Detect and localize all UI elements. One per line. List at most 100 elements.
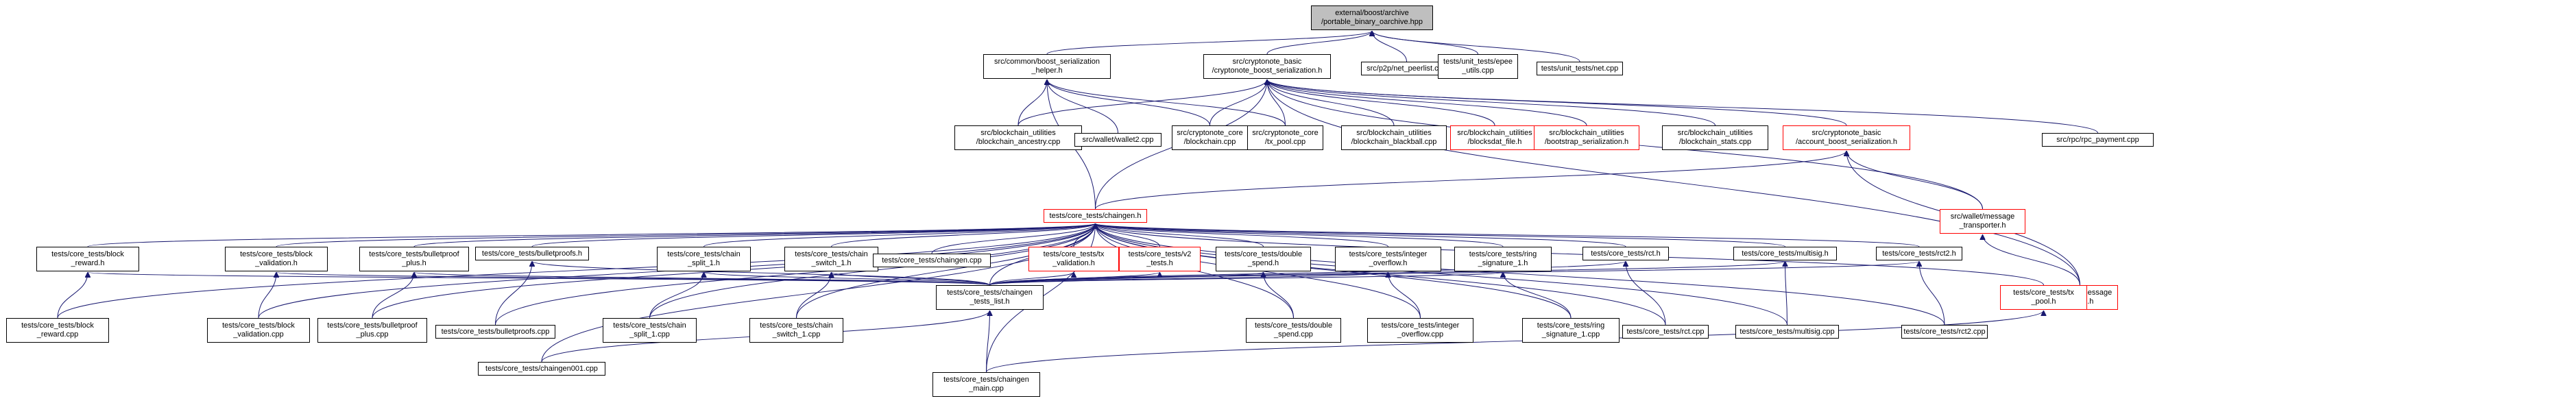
node-label-line: src/blockchain_utilities [1457,129,1532,137]
node-label-line: tests/core_tests/chaingen [943,376,1029,384]
edge-intov-to-chaingen [1096,223,1388,247]
edge-anc-to-cbsh [1018,80,1047,126]
graph-node-anc[interactable]: src/blockchain_utilities/blockchain_ance… [954,125,1082,150]
node-label-line: tests/core_tests/chain [613,321,686,330]
graph-node-ringsig[interactable]: tests/core_tests/ring_signature_1.h [1454,247,1552,271]
node-label-line: _signature_1.h [1478,259,1528,267]
node-label-line: src/blockchain_utilities [1549,129,1624,137]
node-label-line: tests/core_tests/bulletproofs.h [481,249,583,258]
graph-node-multisigcpp[interactable]: tests/core_tests/multisig.cpp [1735,325,1839,339]
graph-node-txpool[interactable]: src/cryptonote_core/tx_pool.cpp [1247,125,1323,150]
node-label-line: src/cryptonote_core [1177,129,1243,137]
graph-node-bp[interactable]: tests/core_tests/bulletproofs.h [475,247,589,260]
graph-node-bcstats[interactable]: src/blockchain_utilities/blockchain_stat… [1662,125,1768,150]
graph-node-chaingencpp[interactable]: tests/core_tests/chaingen.cpp [873,254,991,267]
graph-node-bppluscpp[interactable]: tests/core_tests/bulletproof_plus.cpp [317,318,427,343]
graph-node-intov[interactable]: tests/core_tests/integer_overflow.h [1335,247,1441,271]
graph-node-rpcpay[interactable]: src/rpc/rpc_payment.cpp [2042,133,2154,147]
node-label-line: _signature_1.cpp [1541,330,1600,339]
graph-node-epee[interactable]: tests/unit_tests/epee_utils.cpp [1438,54,1518,79]
node-label-line: external/boost/archive [1335,9,1409,17]
node-label-line: _helper.h [1031,66,1063,75]
edge-anc-to-cnbs [1018,79,1267,126]
graph-node-chsplitcpp[interactable]: tests/core_tests/chain_split_1.cpp [603,318,697,343]
graph-node-blkreward[interactable]: tests/core_tests/block_reward.h [36,247,139,271]
graph-node-wallet2[interactable]: src/wallet/wallet2.cpp [1074,133,1161,147]
graph-node-netpl[interactable]: src/p2p/net_peerlist.cpp [1361,62,1452,75]
node-label-line: tests/core_tests/block [21,321,94,330]
graph-node-utnet[interactable]: tests/unit_tests/net.cpp [1537,62,1623,75]
graph-node-dblspend[interactable]: tests/core_tests/double_spend.h [1216,247,1311,271]
edge-bccpp-to-cbsh [1047,79,1210,126]
graph-node-cgmain[interactable]: tests/core_tests/chaingen_main.cpp [932,372,1040,397]
node-label-line: src/blockchain_utilities [1356,129,1432,137]
graph-node-rctcpp[interactable]: tests/core_tests/rct.cpp [1622,325,1709,339]
graph-node-cg001[interactable]: tests/core_tests/chaingen001.cpp [478,362,605,376]
edge-msgstore-to-cnbs [1267,80,2080,286]
graph-node-cgtl[interactable]: tests/core_tests/chaingen_tests_list.h [936,285,1044,310]
graph-node-bpcpp[interactable]: tests/core_tests/bulletproofs.cpp [435,325,555,339]
graph-node-chaingen[interactable]: tests/core_tests/chaingen.h [1044,209,1147,223]
node-label-line: src/wallet/message [1950,212,2015,221]
node-label-line: tests/unit_tests/net.cpp [1541,64,1619,73]
edge-dblspend-to-chaingen [1096,223,1264,247]
edge-cgtl-to-rct [989,260,1626,286]
graph-node-blackball[interactable]: src/blockchain_utilities/blockchain_blac… [1341,125,1447,150]
graph-node-bpplus[interactable]: tests/core_tests/bulletproof_plus.h [359,247,469,271]
node-label-line: tests/core_tests/chain [795,250,868,258]
graph-node-blkvalcpp[interactable]: tests/core_tests/block_validation.cpp [207,318,310,343]
node-label-line: tests/core_tests/rct2.cpp [1903,327,1986,336]
graph-node-rct[interactable]: tests/core_tests/rct.h [1582,247,1669,260]
node-label-line: tests/core_tests/rct.cpp [1626,327,1705,336]
graph-node-blkrewardcpp[interactable]: tests/core_tests/block_reward.cpp [6,318,109,343]
graph-node-txval[interactable]: tests/core_tests/tx_validation.h [1028,247,1119,271]
graph-node-cbsh[interactable]: src/common/boost_serialization_helper.h [983,54,1111,79]
edge-bsdat-to-cnbs [1267,79,1495,126]
node-label-line: src/cryptonote_basic [1232,58,1302,66]
graph-node-bccpp[interactable]: src/cryptonote_core/blockchain.cpp [1172,125,1248,150]
node-label-line: /blockchain_stats.cpp [1678,138,1752,146]
node-label-line: _plus.cpp [356,330,389,339]
node-label-line: /tx_pool.cpp [1264,138,1306,146]
graph-node-blkval[interactable]: tests/core_tests/block_validation.h [225,247,328,271]
graph-node-v2tests[interactable]: tests/core_tests/v2_tests.h [1119,247,1201,271]
node-label-line: tests/core_tests/chaingen.cpp [882,256,982,265]
node-label-line: tests/core_tests/multisig.cpp [1740,327,1835,336]
graph-node-bsdat[interactable]: src/blockchain_utilities/blocksdat_file.… [1450,125,1539,150]
edge-chsplitcpp-to-chsplit [649,272,704,319]
graph-node-chsplit[interactable]: tests/core_tests/chain_split_1.h [657,247,751,271]
graph-node-rct2[interactable]: tests/core_tests/rct2.h [1876,247,1962,260]
edge-blkreward-to-chaingen [87,223,1096,247]
graph-node-intovcpp[interactable]: tests/core_tests/integer_overflow.cpp [1367,318,1473,343]
edge-cgtl-to-txval [989,271,1074,286]
edge-blackball-to-cnbs [1267,79,1395,126]
node-label-line: _pool.h [2031,297,2056,306]
graph-node-dblspendcpp[interactable]: tests/core_tests/double_spend.cpp [1246,318,1341,343]
graph-node-msgtrans[interactable]: src/wallet/message_transporter.h [1940,209,2025,234]
edge-dblspendcpp-to-dblspend [1264,272,1294,319]
node-label-line: src/cryptonote_basic [1811,129,1881,137]
node-label-line: tests/core_tests/chain [760,321,833,330]
node-label-line: tests/core_tests/ring [1469,250,1537,258]
graph-node-rct2cpp[interactable]: tests/core_tests/rct2.cpp [1901,325,1988,339]
node-label-line: _transporter.h [1959,221,2006,230]
graph-node-txpoolh[interactable]: tests/core_tests/tx_pool.h [2000,285,2087,310]
graph-node-bootser[interactable]: src/blockchain_utilities/bootstrap_seria… [1534,125,1639,150]
edge-cnbs-to-root [1266,30,1372,55]
edge-blkrewardcpp-to-chaingen [57,223,1096,319]
node-label-line: src/cryptonote_core [1252,129,1319,137]
graph-node-chswitch[interactable]: tests/core_tests/chain_switch_1.h [784,247,878,271]
edge-bp-to-chaingen [531,223,1096,247]
graph-node-multisig[interactable]: tests/core_tests/multisig.h [1733,247,1837,260]
edge-bppluscpp-to-bpplus [372,272,414,319]
graph-node-ringsigcpp[interactable]: tests/core_tests/ring_signature_1.cpp [1522,318,1620,343]
edge-chswitch-to-chaingen [831,223,1096,247]
graph-node-accser[interactable]: src/cryptonote_basic/account_boost_seria… [1783,125,1910,150]
node-label-line: /blockchain_ancestry.cpp [976,138,1061,146]
node-label-line: tests/core_tests/block [51,250,124,258]
node-label-line: _main.cpp [969,384,1004,393]
node-label-line: tests/core_tests/chaingen.h [1049,211,1142,220]
node-label-line: /blocksdat_file.h [1467,138,1522,146]
graph-node-chswitchcpp[interactable]: tests/core_tests/chain_switch_1.cpp [749,318,843,343]
graph-node-cnbs[interactable]: src/cryptonote_basic/cryptonote_boost_se… [1203,54,1331,79]
